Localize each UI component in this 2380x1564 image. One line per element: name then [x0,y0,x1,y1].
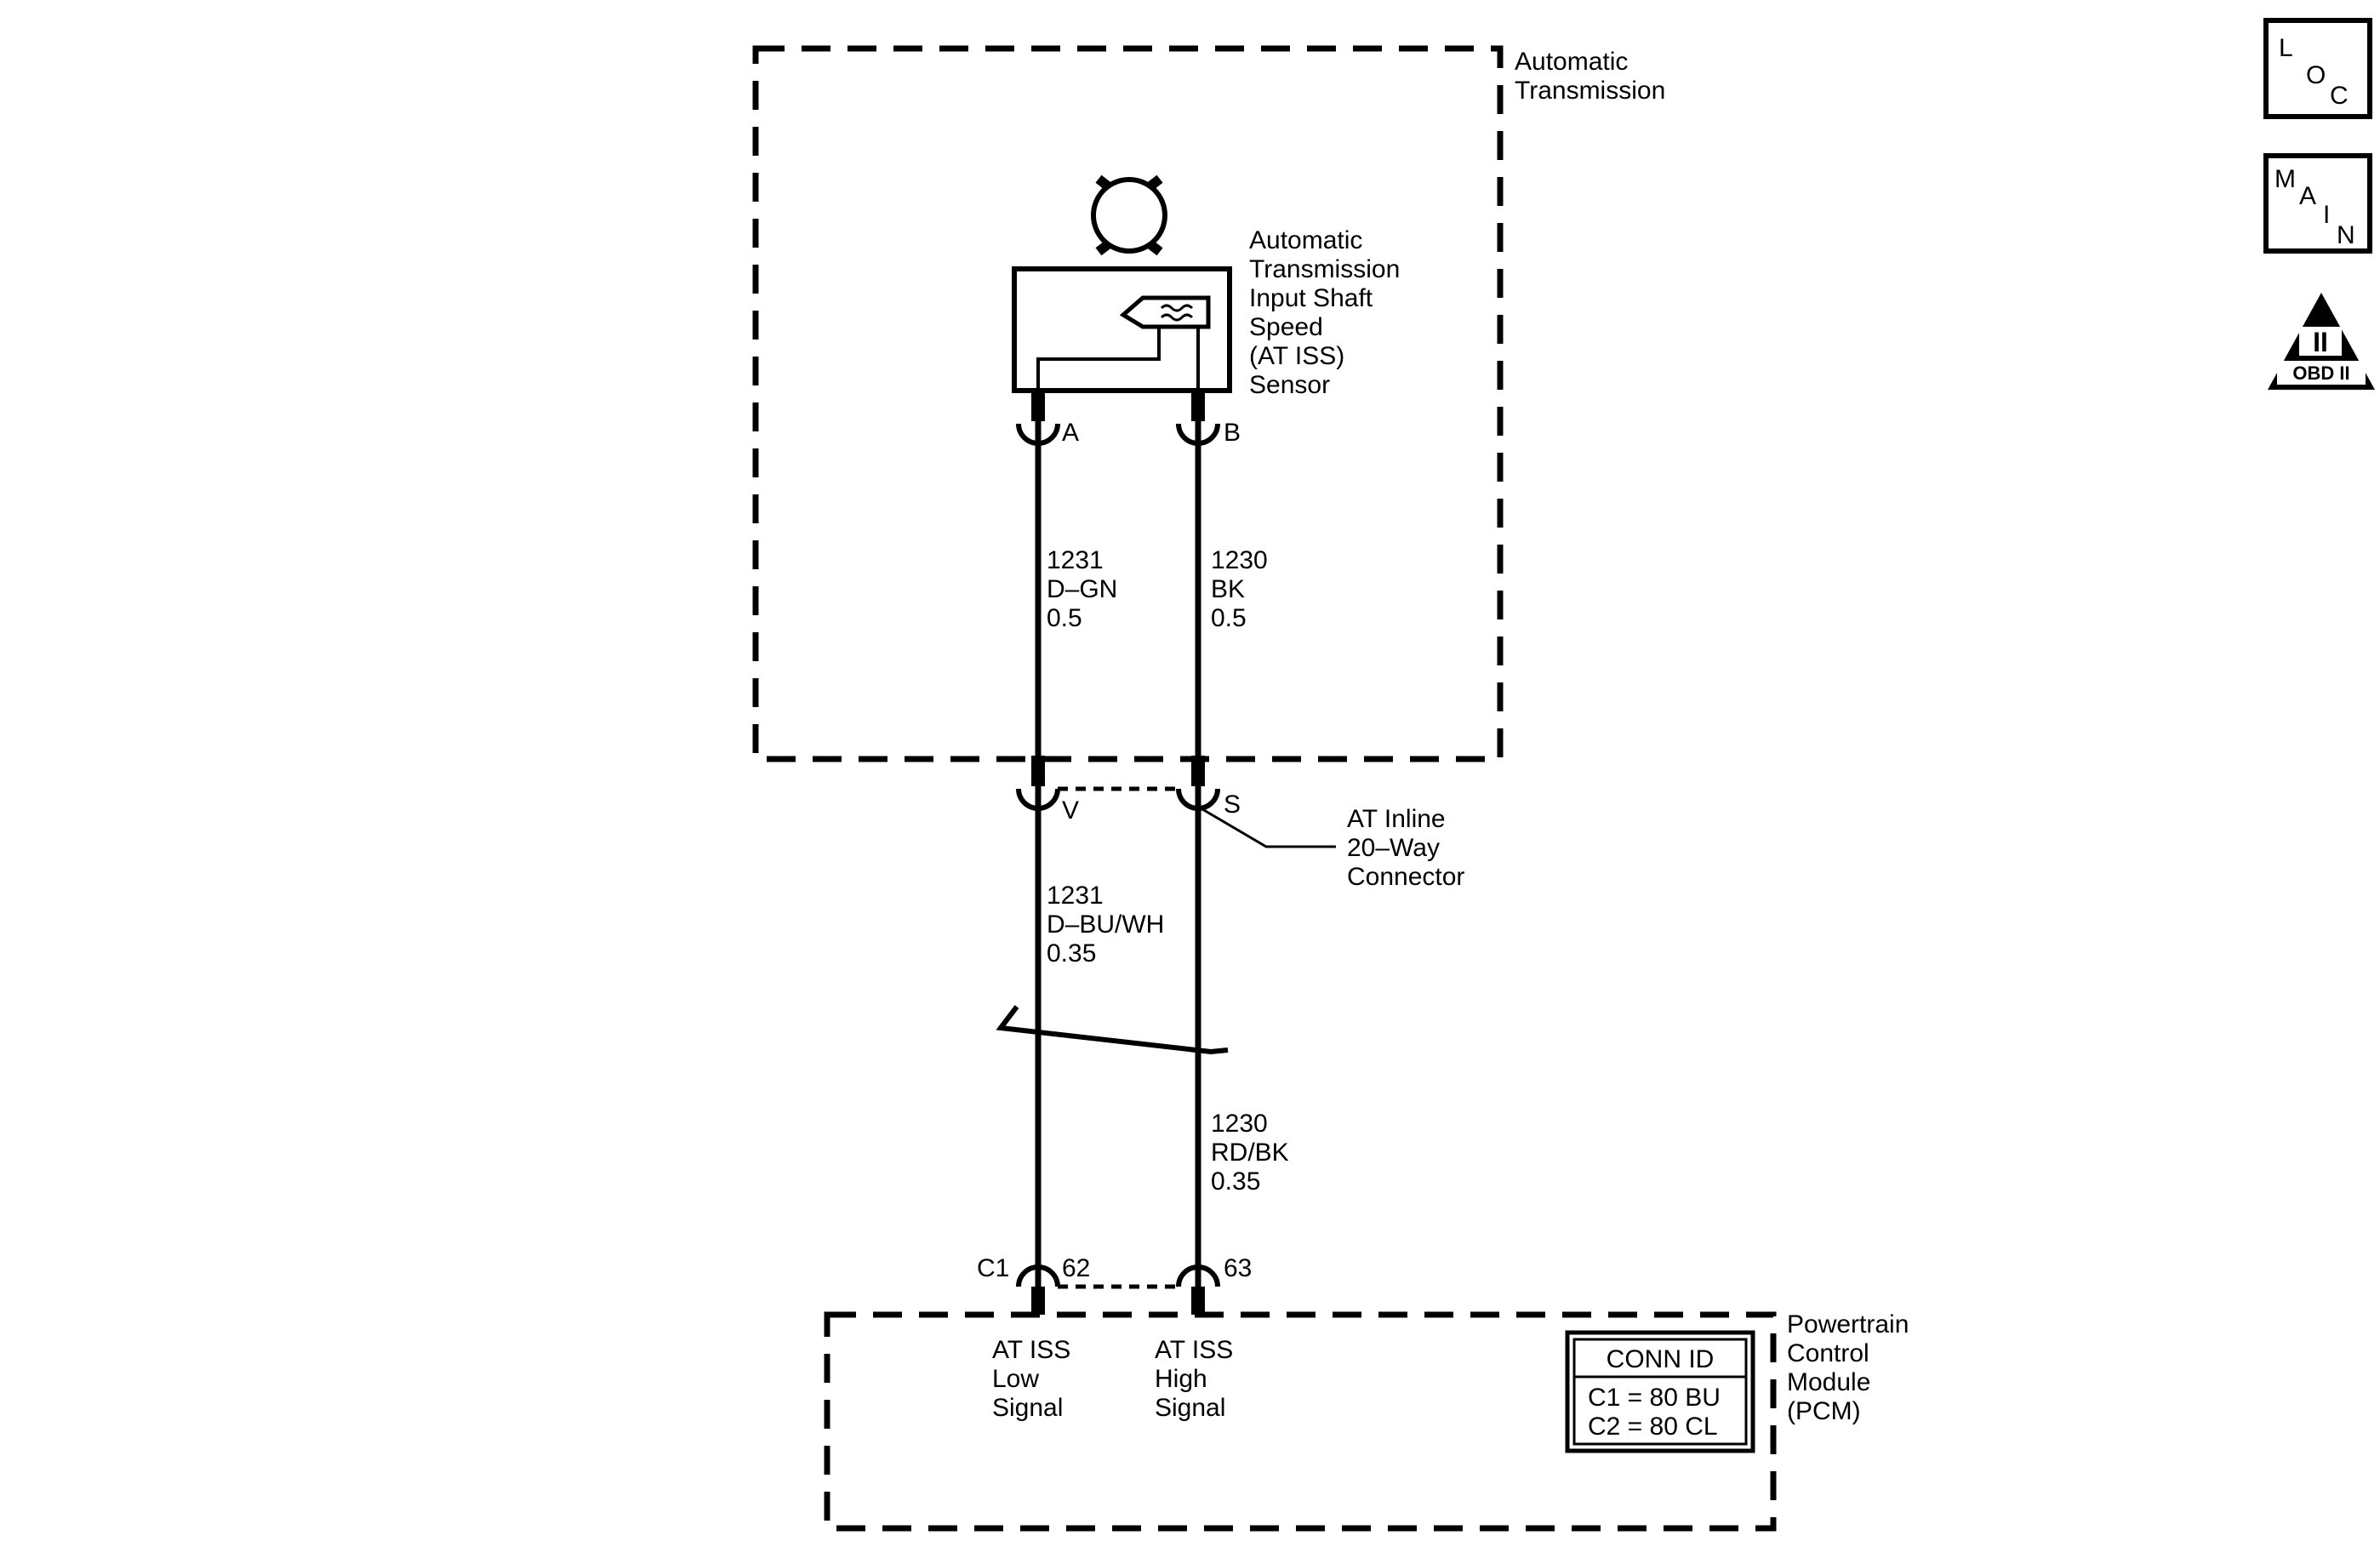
sensor-element-icon [1036,295,1211,391]
svg-text:(PCM): (PCM) [1787,1397,1861,1425]
pin-v-label: V [1062,796,1079,825]
inline-connector-leader [1197,805,1336,848]
svg-text:N: N [2337,221,2355,249]
svg-text:1230: 1230 [1211,1110,1268,1138]
svg-text:Control: Control [1787,1339,1869,1367]
svg-text:II: II [2313,327,2328,357]
svg-text:I: I [2323,201,2330,229]
conn-id-c1: C1 = 80 BU [1588,1384,1721,1412]
lower-left-wire-label: 1231 D–BU/WH 0.35 [1047,882,1164,968]
svg-text:Transmission: Transmission [1249,255,1400,283]
svg-text:0.5: 0.5 [1047,604,1082,632]
pcm-label: Powertrain Control Module (PCM) [1787,1310,1909,1425]
sensor-label: Automatic Transmission Input Shaft Speed… [1249,226,1400,399]
svg-text:1230: 1230 [1211,546,1268,574]
svg-text:Signal: Signal [992,1394,1063,1422]
upper-right-wire-label: 1230 BK 0.5 [1211,546,1268,632]
svg-text:Module: Module [1787,1368,1870,1396]
sensor-pin-a [1016,391,1060,446]
svg-text:OBD II: OBD II [2292,362,2349,384]
svg-text:RD/BK: RD/BK [1211,1139,1289,1167]
pin-a-label: A [1062,419,1079,447]
conn-id-table: CONN ID C1 = 80 BU C2 = 80 CL [1565,1330,1755,1453]
pcm-connector [1016,1264,1220,1315]
conn-id-header: CONN ID [1607,1345,1715,1373]
svg-text:Connector: Connector [1347,863,1464,891]
svg-text:D–BU/WH: D–BU/WH [1047,910,1164,939]
svg-text:Input Shaft: Input Shaft [1249,284,1373,312]
svg-text:Speed: Speed [1249,313,1323,341]
inline-connector [1016,756,1220,811]
svg-text:0.5: 0.5 [1211,604,1247,632]
svg-text:L: L [2279,34,2293,62]
pin-s-label: S [1224,791,1241,819]
svg-text:(AT ISS): (AT ISS) [1249,342,1344,370]
svg-text:AT ISS: AT ISS [992,1336,1070,1364]
obd-ii-button[interactable]: II OBD II [2268,293,2375,390]
svg-text:Powertrain: Powertrain [1787,1310,1909,1339]
reluctor-wheel-icon [1091,174,1167,256]
svg-text:AT ISS: AT ISS [1155,1336,1233,1364]
svg-text:Low: Low [992,1365,1039,1393]
svg-text:0.35: 0.35 [1211,1167,1260,1196]
svg-text:20–Way: 20–Way [1347,834,1440,862]
pcm-conn-label: C1 [977,1254,1009,1282]
transmission-label-1: Automatic [1515,48,1628,76]
svg-text:D–GN: D–GN [1047,575,1117,603]
lower-right-wire-label: 1230 RD/BK 0.35 [1211,1110,1289,1196]
pcm-boundary [824,1311,1777,1532]
low-signal-label: AT ISS Low Signal [992,1336,1070,1422]
upper-left-wire-label: 1231 D–GN 0.5 [1047,546,1117,632]
pin-63-label: 63 [1224,1254,1252,1282]
loc-button[interactable]: L O C [2263,18,2372,119]
svg-text:AT Inline: AT Inline [1347,805,1446,833]
transmission-label-2: Transmission [1515,77,1665,105]
conn-id-c2: C2 = 80 CL [1588,1413,1718,1441]
svg-text:1231: 1231 [1047,882,1104,910]
inline-connector-label: AT Inline 20–Way Connector [1347,805,1464,891]
svg-text:M: M [2274,165,2296,193]
svg-text:Signal: Signal [1155,1394,1225,1422]
high-signal-label: AT ISS High Signal [1155,1336,1233,1422]
twisted-pair-icon [996,1005,1229,1055]
main-button[interactable]: M A I N [2263,153,2372,254]
svg-text:A: A [2299,182,2316,210]
pin-b-label: B [1224,419,1241,447]
transmission-boundary [752,45,1504,762]
svg-text:Automatic: Automatic [1249,226,1362,254]
pin-62-label: 62 [1062,1254,1090,1282]
svg-text:0.35: 0.35 [1047,939,1096,968]
sensor-box [1012,266,1232,393]
svg-text:C: C [2330,82,2349,110]
svg-text:Sensor: Sensor [1249,371,1330,399]
svg-text:BK: BK [1211,575,1245,603]
svg-text:High: High [1155,1365,1207,1393]
svg-text:1231: 1231 [1047,546,1104,574]
sensor-pin-b [1176,391,1220,446]
svg-text:O: O [2306,61,2326,89]
